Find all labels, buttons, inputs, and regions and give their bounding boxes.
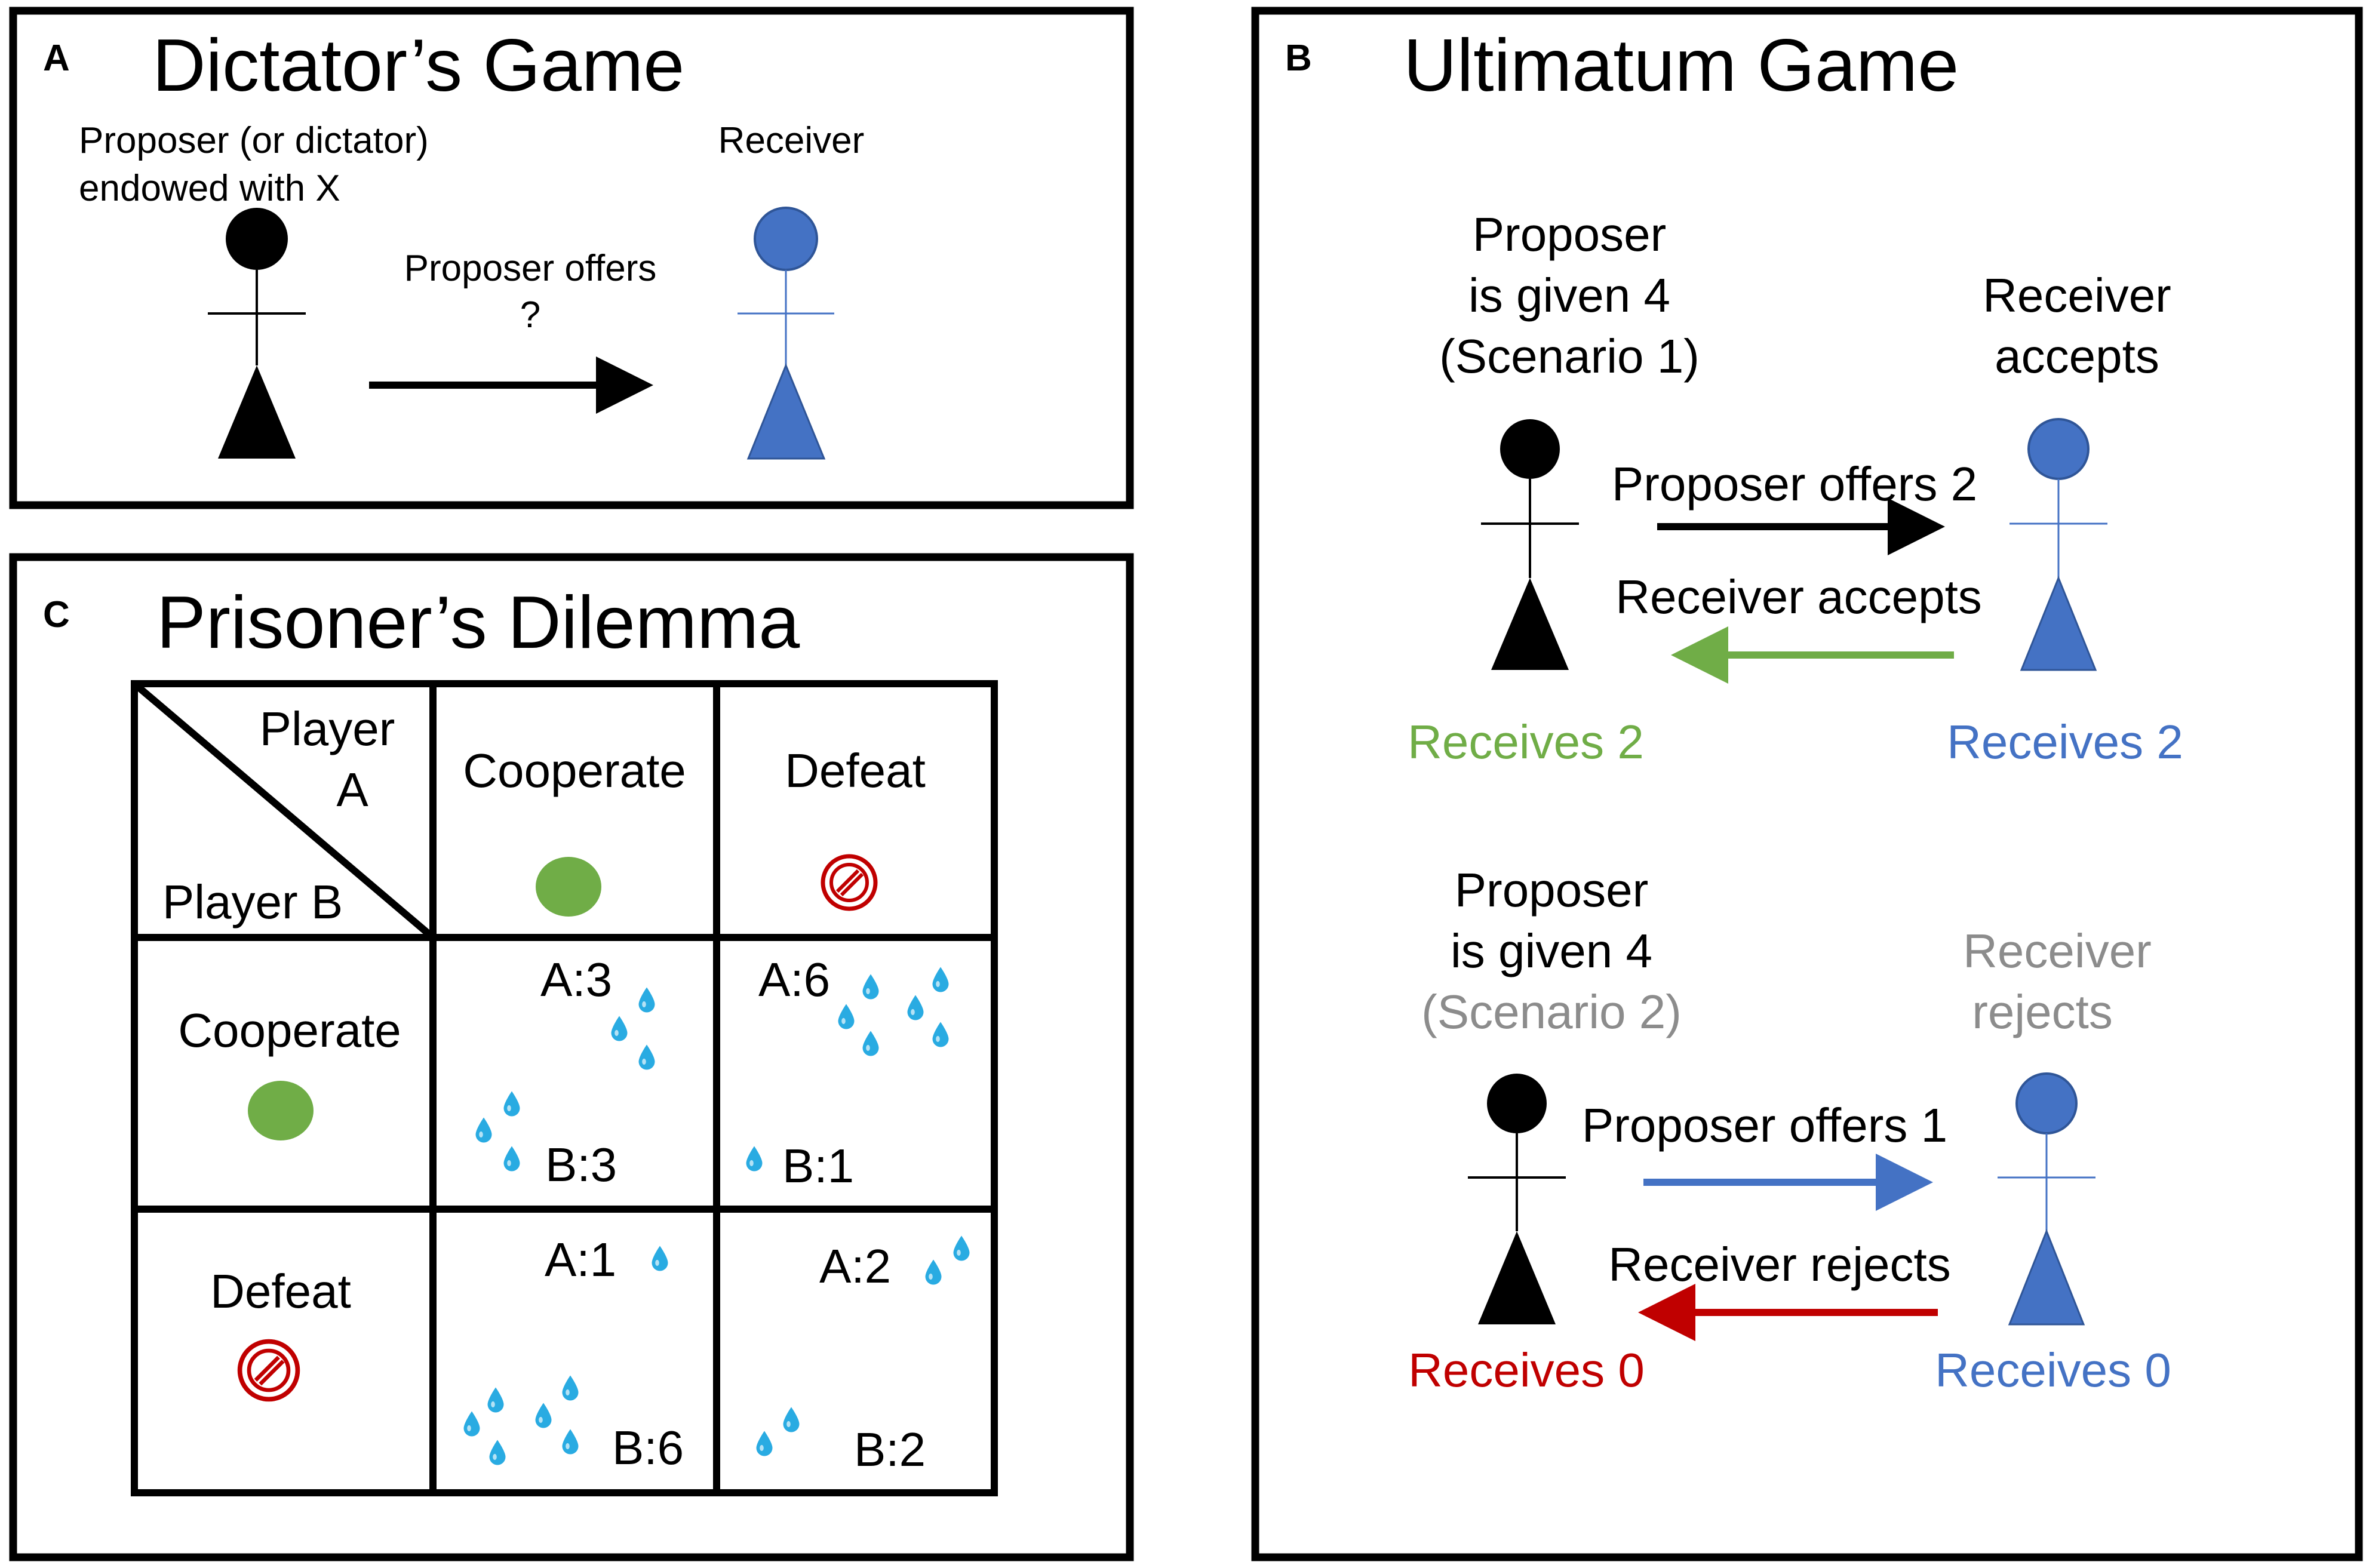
- payoff-b-label: B:1: [782, 1139, 854, 1192]
- panel-a-border: [9, 7, 1134, 509]
- water-drop-icon: [862, 974, 879, 1000]
- panel-a-title: Dictator’s Game: [152, 24, 684, 107]
- proposer-figure: [208, 208, 306, 459]
- payoff-b-label: B:6: [612, 1421, 684, 1474]
- cooperate-dot-icon: [536, 857, 601, 917]
- proposer-description-line2: endowed with X: [79, 168, 340, 209]
- water-drop-icon: [925, 1259, 942, 1285]
- water-drop-icon: [652, 1246, 668, 1271]
- s2-response-label: Receiver rejects: [1608, 1238, 1951, 1291]
- s2-offer-label: Proposer offers 1: [1582, 1099, 1947, 1152]
- payoff-cell-dc: A:1 B:6: [463, 1233, 684, 1474]
- s2-proposer-receives: Receives 0: [1408, 1343, 1645, 1397]
- payoff-cell-dd: A:2 B:2: [756, 1235, 970, 1476]
- payoff-a-label: A:6: [758, 953, 830, 1006]
- row-header-cooperate: Cooperate: [178, 1004, 401, 1057]
- panel-c-border: [9, 553, 1134, 1561]
- water-drop-icon: [756, 1431, 773, 1456]
- water-drop-icon: [862, 1031, 879, 1056]
- s1-receiver-figure: [2009, 418, 2107, 671]
- player-a-label-line2: A: [336, 763, 368, 816]
- panel-a: A Dictator’s Game Proposer (or dictator)…: [9, 7, 1134, 509]
- water-drop-icon: [638, 987, 655, 1013]
- offer-label-line1: Proposer offers: [404, 248, 657, 289]
- s2-proposer-line1: Proposer: [1455, 863, 1649, 917]
- s1-receiver-line1: Receiver: [1983, 269, 2171, 322]
- water-drop-icon: [503, 1146, 520, 1172]
- offer-label-line2: ?: [520, 294, 540, 336]
- panel-b-title: Ultimatum Game: [1403, 24, 1959, 107]
- water-drop-icon: [535, 1403, 552, 1428]
- payoff-a-label: A:1: [545, 1233, 616, 1286]
- payoff-matrix: [131, 680, 998, 1496]
- col-header-cooperate: Cooperate: [463, 744, 686, 797]
- water-drop-icon: [562, 1429, 579, 1455]
- water-drop-icon: [746, 1146, 763, 1172]
- water-drop-icon: [463, 1411, 480, 1437]
- defeat-prohibited-icon: [823, 856, 875, 909]
- payoff-b-label: B:2: [854, 1423, 926, 1476]
- s2-proposer-line2: is given 4: [1451, 924, 1652, 977]
- receiver-label: Receiver: [718, 120, 865, 161]
- s1-proposer-receives: Receives 2: [1408, 715, 1644, 768]
- row-header-defeat: Defeat: [210, 1265, 351, 1318]
- player-b-label: Player B: [162, 875, 343, 928]
- s2-receiver-line2: rejects: [1972, 985, 2113, 1038]
- payoff-b-label: B:3: [545, 1138, 617, 1191]
- water-drop-icon: [907, 995, 924, 1020]
- payoff-a-label: A:2: [819, 1240, 891, 1293]
- s1-receiver-receives: Receives 2: [1947, 715, 2183, 768]
- panel-a-letter: A: [43, 38, 70, 79]
- water-drop-icon: [487, 1387, 504, 1413]
- payoff-cell-cc: A:3 B:3: [475, 953, 655, 1191]
- s2-receiver-line1: Receiver: [1963, 924, 2152, 977]
- water-drop-icon: [475, 1117, 492, 1143]
- payoff-a-label: A:3: [540, 953, 612, 1006]
- defeat-prohibited-icon: [240, 1342, 298, 1400]
- cooperate-dot-icon: [248, 1081, 314, 1140]
- water-drop-icon: [932, 1022, 949, 1047]
- panel-b-border: [1251, 7, 2363, 1561]
- s2-proposer-line3: (Scenario 2): [1421, 985, 1682, 1038]
- panel-b-letter: B: [1285, 38, 1312, 79]
- col-header-defeat: Defeat: [785, 744, 926, 797]
- player-a-label-line1: Player: [260, 702, 395, 755]
- s1-proposer-line1: Proposer: [1473, 208, 1667, 261]
- s2-proposer-figure: [1468, 1074, 1566, 1324]
- water-drop-icon: [838, 1004, 855, 1029]
- header-diagonal: [132, 681, 435, 940]
- panel-c-title: Prisoner’s Dilemma: [156, 582, 800, 664]
- s1-response-label: Receiver accepts: [1615, 570, 1982, 623]
- s1-proposer-line2: is given 4: [1468, 269, 1670, 322]
- water-drop-icon: [562, 1375, 579, 1401]
- water-drop-icon: [783, 1407, 800, 1432]
- panel-c: C Prisoner’s Dilemma Player A Player B C…: [9, 553, 1134, 1561]
- s2-receiver-receives: Receives 0: [1935, 1343, 2171, 1397]
- s2-receiver-figure: [1998, 1072, 2095, 1326]
- payoff-cell-cd: A:6 B:1: [746, 953, 949, 1192]
- s1-offer-label: Proposer offers 2: [1612, 457, 1977, 511]
- water-drop-icon: [932, 967, 949, 992]
- receiver-figure: [738, 207, 834, 460]
- water-drop-icon: [611, 1016, 628, 1041]
- proposer-description-line1: Proposer (or dictator): [79, 120, 429, 161]
- panel-c-letter: C: [43, 594, 70, 635]
- water-drop-icon: [489, 1440, 506, 1465]
- s1-receiver-line2: accepts: [1995, 330, 2159, 383]
- water-drop-icon: [953, 1235, 970, 1261]
- water-drop-icon: [503, 1091, 520, 1117]
- panel-b: B Ultimatum Game Proposer is given 4 (Sc…: [1251, 7, 2363, 1561]
- water-drop-icon: [638, 1044, 655, 1070]
- s1-proposer-line3: (Scenario 1): [1439, 330, 1700, 383]
- s1-proposer-figure: [1481, 419, 1579, 670]
